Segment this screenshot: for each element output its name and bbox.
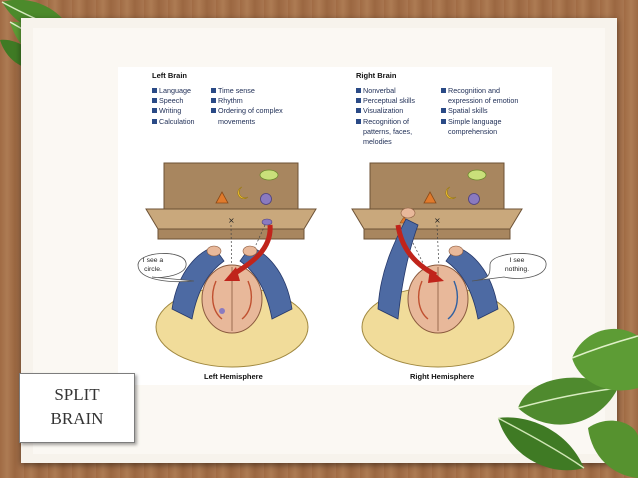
left-hemisphere-illustration: × — [137, 162, 317, 368]
circle-on-table — [261, 218, 273, 226]
list-item: Speech — [152, 96, 195, 106]
list-item: Rhythm — [211, 96, 283, 106]
slide-title-box: SPLIT BRAIN — [19, 373, 135, 443]
left-brain-list-2: Time sense Rhythm Ordering of complex mo… — [211, 86, 283, 127]
speech-bubble-right-text: I see nothing. — [494, 256, 540, 274]
right-brain-title: Right Brain — [356, 71, 397, 80]
split-brain-figure: Left Brain Language Speech Writing Calcu… — [118, 67, 552, 385]
bubble-line: nothing. — [504, 266, 530, 273]
list-item: Recognition and — [441, 86, 518, 96]
list-item: Perceptual skills — [356, 96, 415, 106]
speech-bubble-right — [471, 253, 547, 282]
list-item: Writing — [152, 106, 195, 116]
list-item-continuation: melodies — [363, 137, 392, 147]
right-hemisphere-label: Right Hemisphere — [410, 372, 475, 381]
slide-title-line: SPLIT — [54, 385, 100, 404]
right-hemisphere-illustration: × — [351, 162, 547, 368]
triangle-icon — [215, 191, 229, 204]
list-item-continuation: movements — [218, 116, 256, 126]
list-item: Calculation — [152, 117, 195, 127]
circle-icon — [260, 193, 272, 205]
right-brain-list-2: Recognition and expression of emotion Sp… — [441, 86, 518, 137]
svg-text:×: × — [434, 216, 441, 225]
list-item-continuation: patterns, faces, — [363, 126, 413, 136]
list-item: Visualization — [356, 106, 415, 116]
bubble-line: I see a — [142, 257, 164, 264]
list-item-continuation: comprehension — [448, 126, 498, 136]
svg-text:×: × — [228, 216, 235, 225]
left-arm — [377, 218, 419, 320]
list-item: Time sense — [211, 86, 283, 96]
bubble-line: I see — [509, 257, 525, 264]
signal-arrow — [230, 224, 273, 278]
oval-icon — [467, 169, 487, 181]
speech-bubble-left-text: I see a circle. — [134, 256, 172, 274]
list-item: Nonverbal — [356, 86, 415, 96]
speech-bubble-left — [137, 253, 195, 283]
table-front — [363, 228, 511, 240]
list-item: Spatial skills — [441, 106, 518, 116]
list-item: Simple language — [441, 117, 518, 127]
circle-icon — [468, 193, 480, 205]
screen-board — [163, 162, 299, 210]
bubble-line: circle. — [144, 266, 162, 273]
oval-icon — [259, 169, 279, 181]
list-item: Ordering of complex — [211, 106, 283, 116]
triangle-icon — [423, 191, 437, 204]
leaf-decoration-bottom-right — [497, 328, 638, 478]
list-item: Recognition of — [356, 117, 415, 127]
list-item: Language — [152, 86, 195, 96]
left-brain-list-1: Language Speech Writing Calculation — [152, 86, 195, 127]
slide-title-line: BRAIN — [50, 409, 104, 428]
right-brain-list-1: Nonverbal Perceptual skills Visualizatio… — [356, 86, 415, 147]
list-item-continuation: expression of emotion — [448, 96, 519, 106]
screen-board — [369, 162, 505, 210]
crescent-icon — [445, 186, 457, 199]
left-brain-title: Left Brain — [152, 71, 188, 80]
crescent-icon — [237, 186, 249, 199]
left-hemisphere-label: Left Hemisphere — [204, 372, 263, 381]
